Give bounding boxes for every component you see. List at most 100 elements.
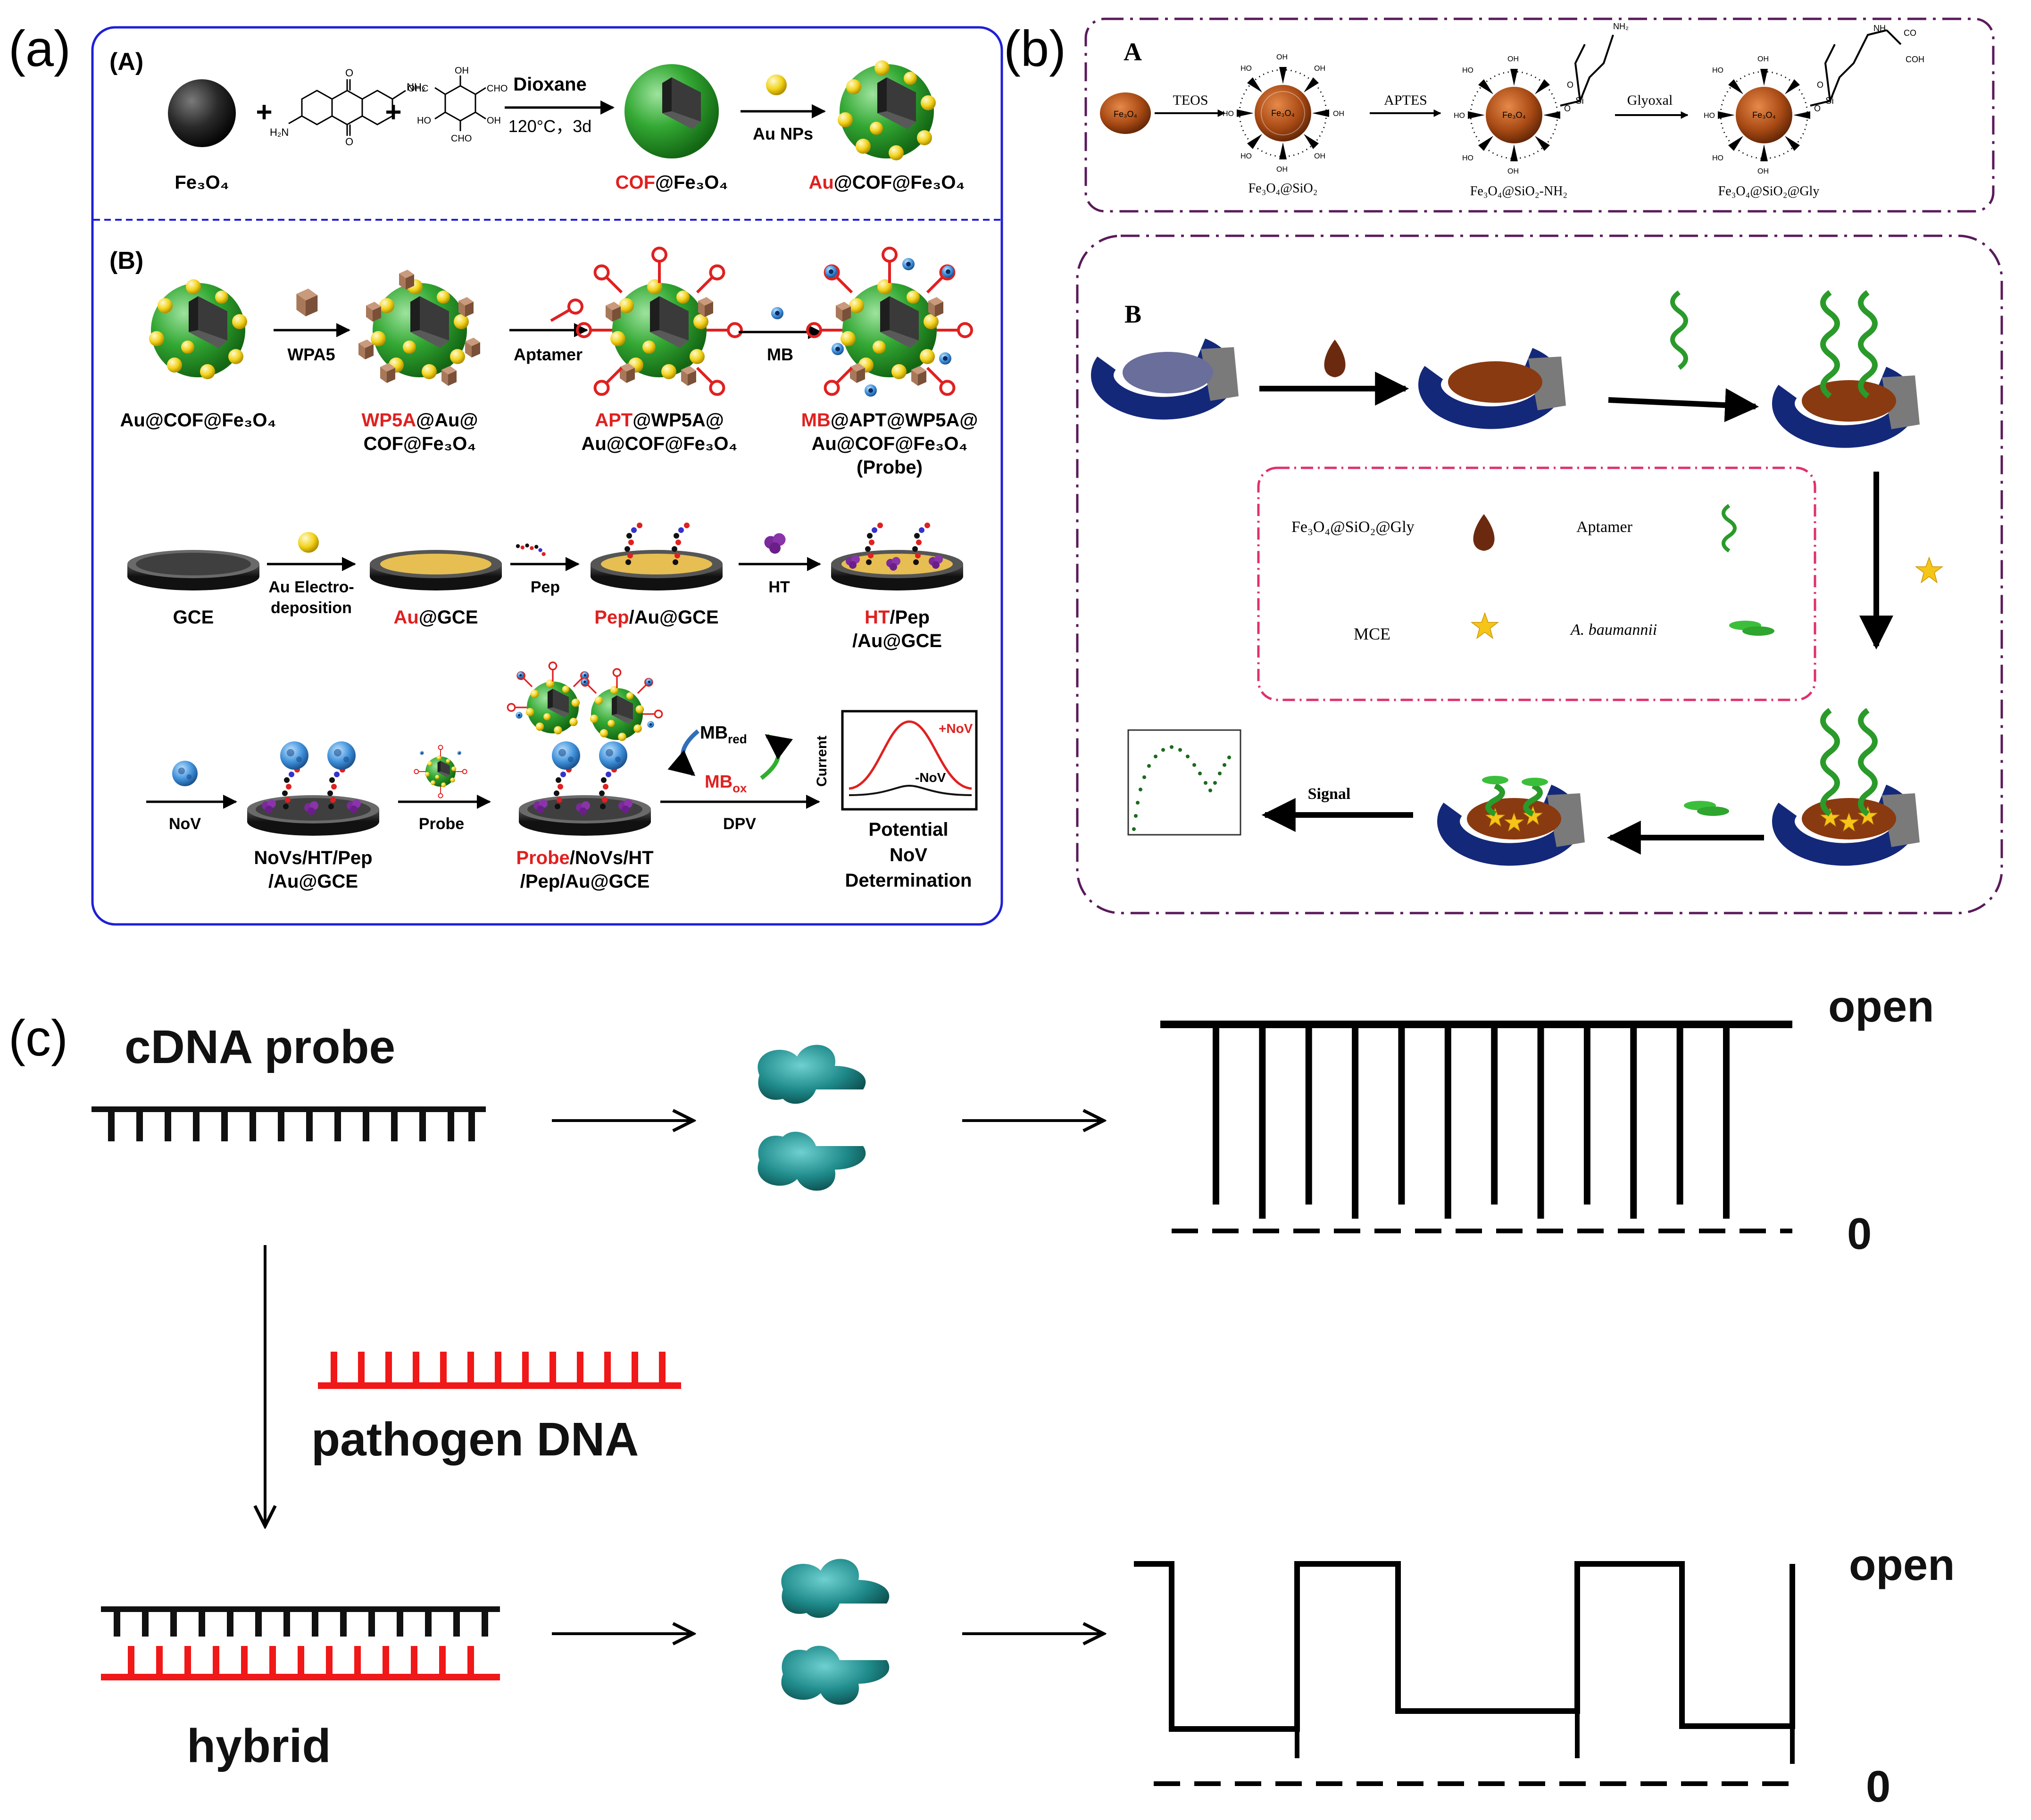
novs-electrode	[247, 741, 379, 836]
label-fe3o4-sio2: Fe₃O₄@SiO₂	[1249, 181, 1318, 196]
cdna-probe-strand	[92, 1106, 486, 1141]
p1-ho-c: HO	[1240, 152, 1252, 160]
plus-sign-1: +	[256, 96, 272, 128]
row1-start-particle	[149, 279, 247, 379]
au-cof-fe3o4-particle	[838, 60, 936, 160]
panel-label-c: (c)	[8, 1009, 68, 1066]
tp-oh-top: OH	[455, 66, 469, 76]
nanopore-icon-bottom	[781, 1559, 890, 1705]
dpv-curve-neg	[849, 784, 972, 796]
trace-bottom-open: open	[1849, 1540, 1955, 1589]
row1-apt-particle	[577, 248, 741, 397]
row1-start-label: Au@COF@Fe₃O₄	[120, 410, 276, 431]
fe3o4-core-start	[1100, 92, 1151, 134]
tp-cho-top: CHO	[487, 83, 508, 94]
hybrid-strand	[101, 1606, 500, 1680]
cof-label: COF@Fe₃O₄	[616, 172, 728, 193]
tp-ohc: OHC	[408, 83, 428, 94]
row1-p3-l1: MB@APT@WP5A@	[801, 410, 978, 431]
aq-o-bottom: O	[345, 136, 353, 148]
fe3o4-sio2-nh2-particle	[1468, 34, 1614, 161]
trace-bottom-signal	[1134, 1561, 1795, 1732]
p3-ho-b: HO	[1704, 112, 1715, 120]
signal-label: Signal	[1308, 785, 1351, 803]
p2-o-b: O	[1564, 104, 1571, 113]
determination-l1: NoV	[890, 845, 927, 865]
p2-si: Si	[1575, 96, 1584, 106]
fe3o4-sio2-particle	[1237, 67, 1329, 159]
aq-h2n: H₂N	[270, 126, 289, 138]
step-pep: Pep	[531, 578, 560, 596]
tp-cho-bottom: CHO	[451, 133, 472, 144]
determination-l2: Determination	[845, 870, 972, 891]
au-cof-label: Au@COF@Fe₃O₄	[808, 172, 965, 193]
probe-icon	[414, 745, 467, 798]
mce-icon-side	[1915, 557, 1943, 583]
p1-oh-d: OH	[1314, 152, 1325, 160]
pep-au-gce-label: Pep/Au@GCE	[594, 607, 718, 628]
p1-oh-b: OH	[1314, 65, 1325, 73]
step-mb: MB	[767, 345, 793, 364]
legend-aptamer-icon	[1722, 504, 1737, 553]
p3-oh-b: OH	[1757, 167, 1769, 175]
fe3o4-sphere	[168, 79, 236, 147]
novs-label-1: NoVs/HT/Pep	[254, 848, 372, 868]
fe3o4-label: Fe₃O₄	[175, 172, 229, 193]
step-ht: HT	[768, 578, 790, 596]
panel-label-b: (b)	[1004, 20, 1066, 77]
cof-fe3o4-particle	[624, 64, 719, 158]
p2-ho-b: HO	[1454, 112, 1465, 120]
p2-oh-b: OH	[1507, 167, 1519, 175]
arrow-b2	[1608, 388, 1759, 423]
row1-p1-l2: COF@Fe₃O₄	[364, 433, 476, 454]
p2-oh-a: OH	[1507, 55, 1519, 63]
p3-core-text: Fe₃O₄	[1752, 110, 1776, 120]
p1-ho-b: HO	[1223, 110, 1234, 118]
legend-item2: Aptamer	[1576, 518, 1633, 536]
step-au-deposition-1: Au Electro-	[268, 578, 354, 596]
pathogen-dna-label: pathogen DNA	[311, 1413, 639, 1466]
mb-red-label: MBred	[700, 723, 747, 746]
anthraquinone-structure	[288, 79, 406, 136]
legend-star-icon	[1471, 613, 1498, 639]
row1-wp5a-particle	[358, 270, 480, 386]
aptamer-icon	[548, 298, 584, 326]
label-fe3o4-sio2-gly: Fe₃O₄@SiO₂@Gly	[1718, 184, 1820, 199]
mb-icon	[771, 307, 783, 319]
electrode-captured	[1772, 708, 1920, 866]
p1-oh-a: OH	[1276, 53, 1288, 61]
p3-o-a: O	[1817, 80, 1823, 90]
section-a-tag: (A)	[109, 48, 143, 75]
panel-b-tag-b: B	[1124, 300, 1141, 328]
dpv-ylabel: Current	[814, 736, 830, 787]
dpv-xlabel: Potential	[869, 819, 949, 840]
p3-coh: COH	[1906, 55, 1924, 64]
dpv-curve-pos	[849, 720, 972, 790]
panel-b-frame-a	[1084, 17, 1995, 213]
row1-p3-l2: Au@COF@Fe₃O₄	[811, 433, 967, 454]
dpv-curve-neg-label: -NoV	[915, 770, 946, 785]
probe-novs-label-2: /Pep/Au@GCE	[520, 871, 650, 892]
p3-oh-a: OH	[1757, 55, 1769, 63]
legend-item3: MCE	[1354, 624, 1390, 643]
novs-label-2: /Au@GCE	[268, 871, 358, 892]
nov-icon	[172, 761, 198, 786]
gly-drop-icon	[1324, 340, 1346, 377]
ht-icon	[764, 533, 786, 554]
p1-ho-a: HO	[1240, 65, 1252, 73]
legend-item1: Fe₃O₄@SiO₂@Gly	[1291, 518, 1415, 536]
p1-oh-c: OH	[1333, 110, 1344, 118]
fe3o4-sio2-gly-particle	[1718, 29, 1902, 161]
au-np-icon	[766, 75, 787, 95]
trace-top-spikes	[1213, 1024, 1730, 1219]
dpv-curve-pos-label: +NoV	[939, 721, 973, 736]
dpv-plot-frame	[841, 710, 978, 811]
pathogen-dna-strand	[318, 1352, 681, 1389]
legend-item4: A. baumannii	[1570, 621, 1657, 639]
label-fe3o4-sio2-nh2: Fe₃O₄@SiO₂-NH₂	[1470, 184, 1567, 199]
electrode-gly	[1418, 348, 1566, 429]
step-aptamer: Aptamer	[514, 345, 583, 364]
probe-novs-label-1: Probe/NoVs/HT	[516, 848, 653, 868]
nanopore-icon-top	[757, 1045, 866, 1191]
wpa5-icon	[296, 289, 318, 316]
